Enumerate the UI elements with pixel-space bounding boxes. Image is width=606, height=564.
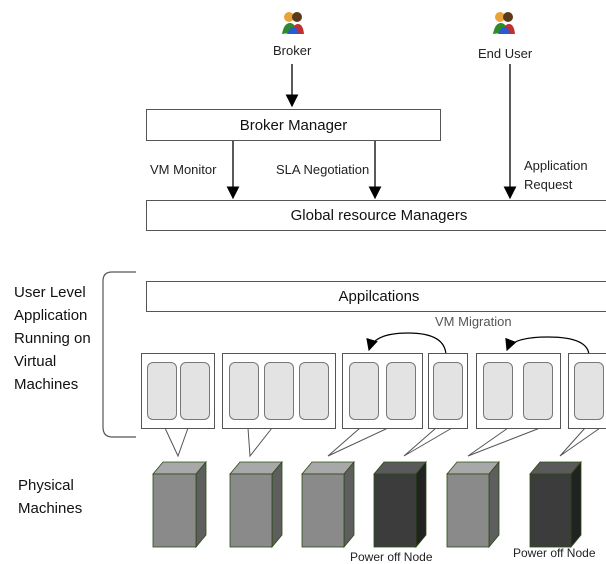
user-level-line: Machines bbox=[14, 376, 79, 393]
physical-line: Physical bbox=[18, 477, 74, 494]
applications-label: Appilcations bbox=[338, 288, 420, 305]
vm-instance bbox=[433, 362, 463, 420]
callout-tail-6 bbox=[559, 427, 601, 457]
vm-group-2 bbox=[222, 353, 336, 429]
vm-instance bbox=[574, 362, 604, 420]
global-resource-managers-box: Global resource Managers bbox=[146, 200, 606, 231]
broker-manager-label: Broker Manager bbox=[239, 116, 348, 134]
user-level-line: Application bbox=[14, 307, 88, 324]
vm-group-3 bbox=[342, 353, 423, 429]
vm-instance bbox=[229, 362, 259, 420]
vm-instance bbox=[299, 362, 329, 420]
power-off-node-label-2: Power off Node bbox=[513, 546, 596, 560]
callout-tail-5 bbox=[467, 427, 541, 457]
application-request-label-line2: Request bbox=[524, 177, 573, 192]
user-level-line: Running on bbox=[14, 330, 91, 347]
vm-migration-arrow-1 bbox=[366, 332, 447, 357]
callout-tail-1 bbox=[164, 427, 189, 458]
application-request-label-line1: Application bbox=[524, 158, 588, 173]
physical-machines-label: Physical Machines bbox=[18, 474, 82, 520]
vm-group-1 bbox=[141, 353, 215, 429]
vm-monitor-label: VM Monitor bbox=[150, 162, 217, 177]
callout-tail-4 bbox=[403, 427, 453, 457]
vm-group-6 bbox=[568, 353, 606, 429]
physical-line: Machines bbox=[18, 500, 83, 517]
vm-instance bbox=[147, 362, 177, 420]
broker-label: Broker bbox=[273, 43, 312, 58]
vm-instance bbox=[386, 362, 416, 420]
broker-manager-box: Broker Manager bbox=[146, 109, 441, 141]
vm-instance bbox=[483, 362, 513, 420]
vm-instance bbox=[180, 362, 210, 420]
vm-group-5 bbox=[476, 353, 561, 429]
user-level-line: User Level bbox=[14, 284, 86, 301]
user-level-line: Virtual bbox=[14, 353, 57, 370]
sla-negotiation-label: SLA Negotiation bbox=[276, 162, 370, 177]
vm-group-4 bbox=[428, 353, 468, 429]
vm-migration-arrow-2 bbox=[505, 336, 590, 357]
vm-instance bbox=[349, 362, 379, 420]
applications-box: Appilcations bbox=[146, 281, 606, 312]
power-off-node-label-1: Power off Node bbox=[350, 550, 433, 564]
global-resource-managers-label: Global resource Managers bbox=[290, 207, 468, 224]
user-group-icon bbox=[281, 10, 305, 36]
vm-migration-label: VM Migration bbox=[435, 314, 512, 329]
vm-instance bbox=[523, 362, 553, 420]
vm-instance bbox=[264, 362, 294, 420]
callout-tail-2 bbox=[247, 427, 273, 458]
user-level-label: User Level Application Running on Virtua… bbox=[14, 281, 91, 396]
callout-tail-3 bbox=[327, 427, 389, 457]
end-user-label: End User bbox=[478, 46, 533, 61]
user-group-icon bbox=[492, 10, 516, 36]
user-level-brace bbox=[102, 271, 136, 438]
